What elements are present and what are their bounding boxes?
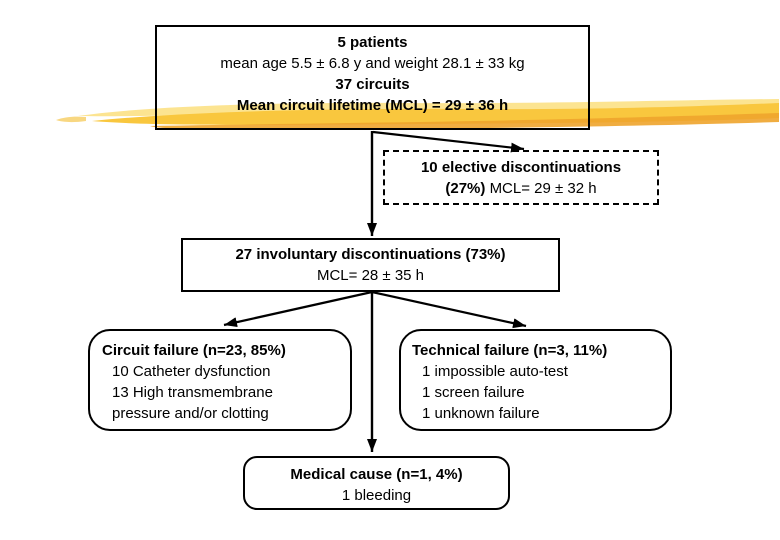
medical-cause-item: 1 bleeding <box>341 487 412 504</box>
circuits-count-line: 37 circuits <box>335 76 410 93</box>
highlighter-left-tail <box>56 116 86 123</box>
circuit-failure-item: 10 Catheter dysfunction <box>112 363 271 380</box>
technical-failure-item: 1 screen failure <box>422 384 525 401</box>
involuntary-mcl-line: MCL= 28 ± 35 h <box>316 267 425 284</box>
involuntary-title-line: 27 involuntary discontinuations (73%) <box>235 246 506 263</box>
circuit-failure-title: Circuit failure (n=23, 85%) <box>102 342 286 359</box>
elective-percent: (27%) <box>445 180 486 197</box>
patients-age-weight-line: mean age 5.5 ± 6.8 y and weight 28.1 ± 3… <box>220 55 525 72</box>
circuit-failure-box: Circuit failure (n=23, 85%) 10 Catheter … <box>88 329 352 431</box>
technical-failure-box: Technical failure (n=3, 11%) 1 impossibl… <box>399 329 672 431</box>
mean-circuit-lifetime-line: Mean circuit lifetime (MCL) = 29 ± 36 h <box>236 97 509 114</box>
medical-cause-title: Medical cause (n=1, 4%) <box>290 466 463 483</box>
elective-mcl-value: MCL= 29 ± 32 h <box>489 180 597 197</box>
elective-discontinuations-box: 10 elective discontinuations (27%) MCL= … <box>383 150 659 205</box>
technical-failure-item: 1 unknown failure <box>422 405 540 422</box>
technical-failure-item: 1 impossible auto-test <box>422 363 568 380</box>
involuntary-discontinuations-box: 27 involuntary discontinuations (73%) MC… <box>181 238 560 292</box>
arrow-patients-to-elective <box>372 130 525 153</box>
circuit-failure-item: pressure and/or clotting <box>112 405 269 422</box>
technical-failure-title: Technical failure (n=3, 11%) <box>412 342 608 359</box>
arrow-involuntary-to-technical-failure <box>371 290 527 329</box>
circuit-failure-item: 13 High transmembrane <box>112 384 273 401</box>
medical-cause-box: Medical cause (n=1, 4%) 1 bleeding <box>243 456 510 510</box>
elective-mcl-line: (27%) MCL= 29 ± 32 h <box>385 178 657 199</box>
patients-count-line: 5 patients <box>337 34 408 51</box>
patients-summary-box: 5 patients mean age 5.5 ± 6.8 y and weig… <box>155 25 590 130</box>
arrow-involuntary-to-circuit-failure <box>223 290 373 328</box>
elective-title-line: 10 elective discontinuations <box>420 159 622 176</box>
